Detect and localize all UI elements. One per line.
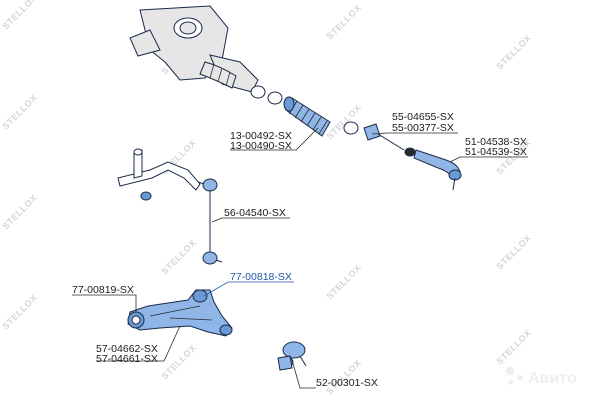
lower-control-arm: [127, 289, 233, 337]
part-number-label: 52-00301-SX: [316, 377, 378, 389]
callout-ball-joint: 52-00301-SX: [316, 377, 378, 389]
watermark-layer: STELLOX STELLOX STELLOX STELLOX STELLOX …: [0, 0, 533, 396]
logo-dot-icon: [517, 375, 523, 381]
watermark-column-mid-left: STELLOX STELLOX STELLOX STELLOX: [159, 38, 198, 382]
watermark-text: STELLOX: [494, 233, 533, 272]
leader-stabilizer-link: [211, 217, 290, 223]
leader-outer-tie-rod: [449, 156, 528, 163]
watermark-text: STELLOX: [494, 33, 533, 72]
leader-boot: [230, 127, 319, 151]
part-number-label: 51-04539-SX: [465, 146, 527, 158]
watermark-text: STELLOX: [0, 193, 39, 232]
leader-lines: [72, 127, 528, 389]
logo-dot-icon: [508, 379, 514, 385]
rack-ring-1: [250, 85, 266, 99]
boot-clamp-ring: [343, 121, 359, 135]
part-number-label: 56-04540-SX: [224, 207, 286, 219]
rack-ring-2: [267, 91, 283, 105]
part-number-label: 13-00490-SX: [230, 140, 292, 152]
watermark-text: STELLOX: [494, 328, 533, 367]
watermark-text: STELLOX: [0, 0, 39, 31]
watermark-text: STELLOX: [324, 263, 363, 302]
leader-arm-bushing-rear: [72, 294, 137, 312]
callout-outer-tie-rod: 51-04538-SX 51-04539-SX: [465, 136, 527, 158]
avito-watermark-logo: Авито: [506, 367, 577, 387]
callout-arm-bushing-front: 77-00818-SX: [230, 271, 292, 283]
watermark-column-left: STELLOX STELLOX STELLOX STELLOX: [0, 0, 39, 331]
watermark-column-mid-right: STELLOX STELLOX STELLOX STELLOX: [324, 3, 363, 397]
part-number-label: 57-04661-SX: [96, 353, 158, 365]
inner-tie-rod: [363, 123, 416, 157]
stabilizer-link: [197, 178, 223, 265]
callout-boot: 13-00492-SX 13-00490-SX: [230, 130, 292, 152]
watermark-text: STELLOX: [159, 238, 198, 277]
leader-control-arm: [96, 325, 181, 362]
leader-arm-bushing-front: [203, 281, 294, 297]
callout-stabilizer-link: 56-04540-SX: [224, 207, 286, 219]
arm-bushing-front: [192, 289, 208, 303]
part-number-label: 55-04655-SX: [392, 111, 454, 123]
callout-labels: 13-00492-SX 13-00490-SX 55-04655-SX 55-0…: [72, 111, 527, 389]
outer-tie-rod-end: [413, 149, 462, 191]
watermark-text: STELLOX: [324, 3, 363, 42]
part-number-label: 55-00377-SX: [392, 122, 454, 134]
part-number-label: 77-00819-SX: [72, 284, 134, 296]
steering-boot: [283, 96, 331, 137]
callout-arm-bushing-rear: 77-00819-SX: [72, 284, 134, 296]
logo-text: Авито: [528, 370, 577, 387]
part-number-label: 57-04662-SX: [96, 343, 158, 355]
callout-control-arm: 57-04662-SX 57-04661-SX: [96, 343, 158, 365]
watermark-text: STELLOX: [0, 293, 39, 332]
part-number-label: 13-00492-SX: [230, 130, 292, 142]
stabilizer-bar: [117, 148, 201, 201]
leader-ball-joint: [291, 359, 316, 389]
watermark-text: STELLOX: [159, 343, 198, 382]
part-number-label: 51-04538-SX: [465, 136, 527, 148]
leader-inner-tie-rod: [371, 132, 458, 135]
part-number-label: 77-00818-SX: [230, 271, 292, 283]
ball-joint: [277, 341, 307, 371]
steering-rack-housing: [129, 5, 283, 105]
logo-dot-icon: [506, 367, 514, 375]
watermark-text: STELLOX: [0, 93, 39, 132]
watermark-column-right: STELLOX STELLOX STELLOX STELLOX: [494, 33, 533, 367]
callout-inner-tie-rod: 55-04655-SX 55-00377-SX: [392, 111, 454, 134]
